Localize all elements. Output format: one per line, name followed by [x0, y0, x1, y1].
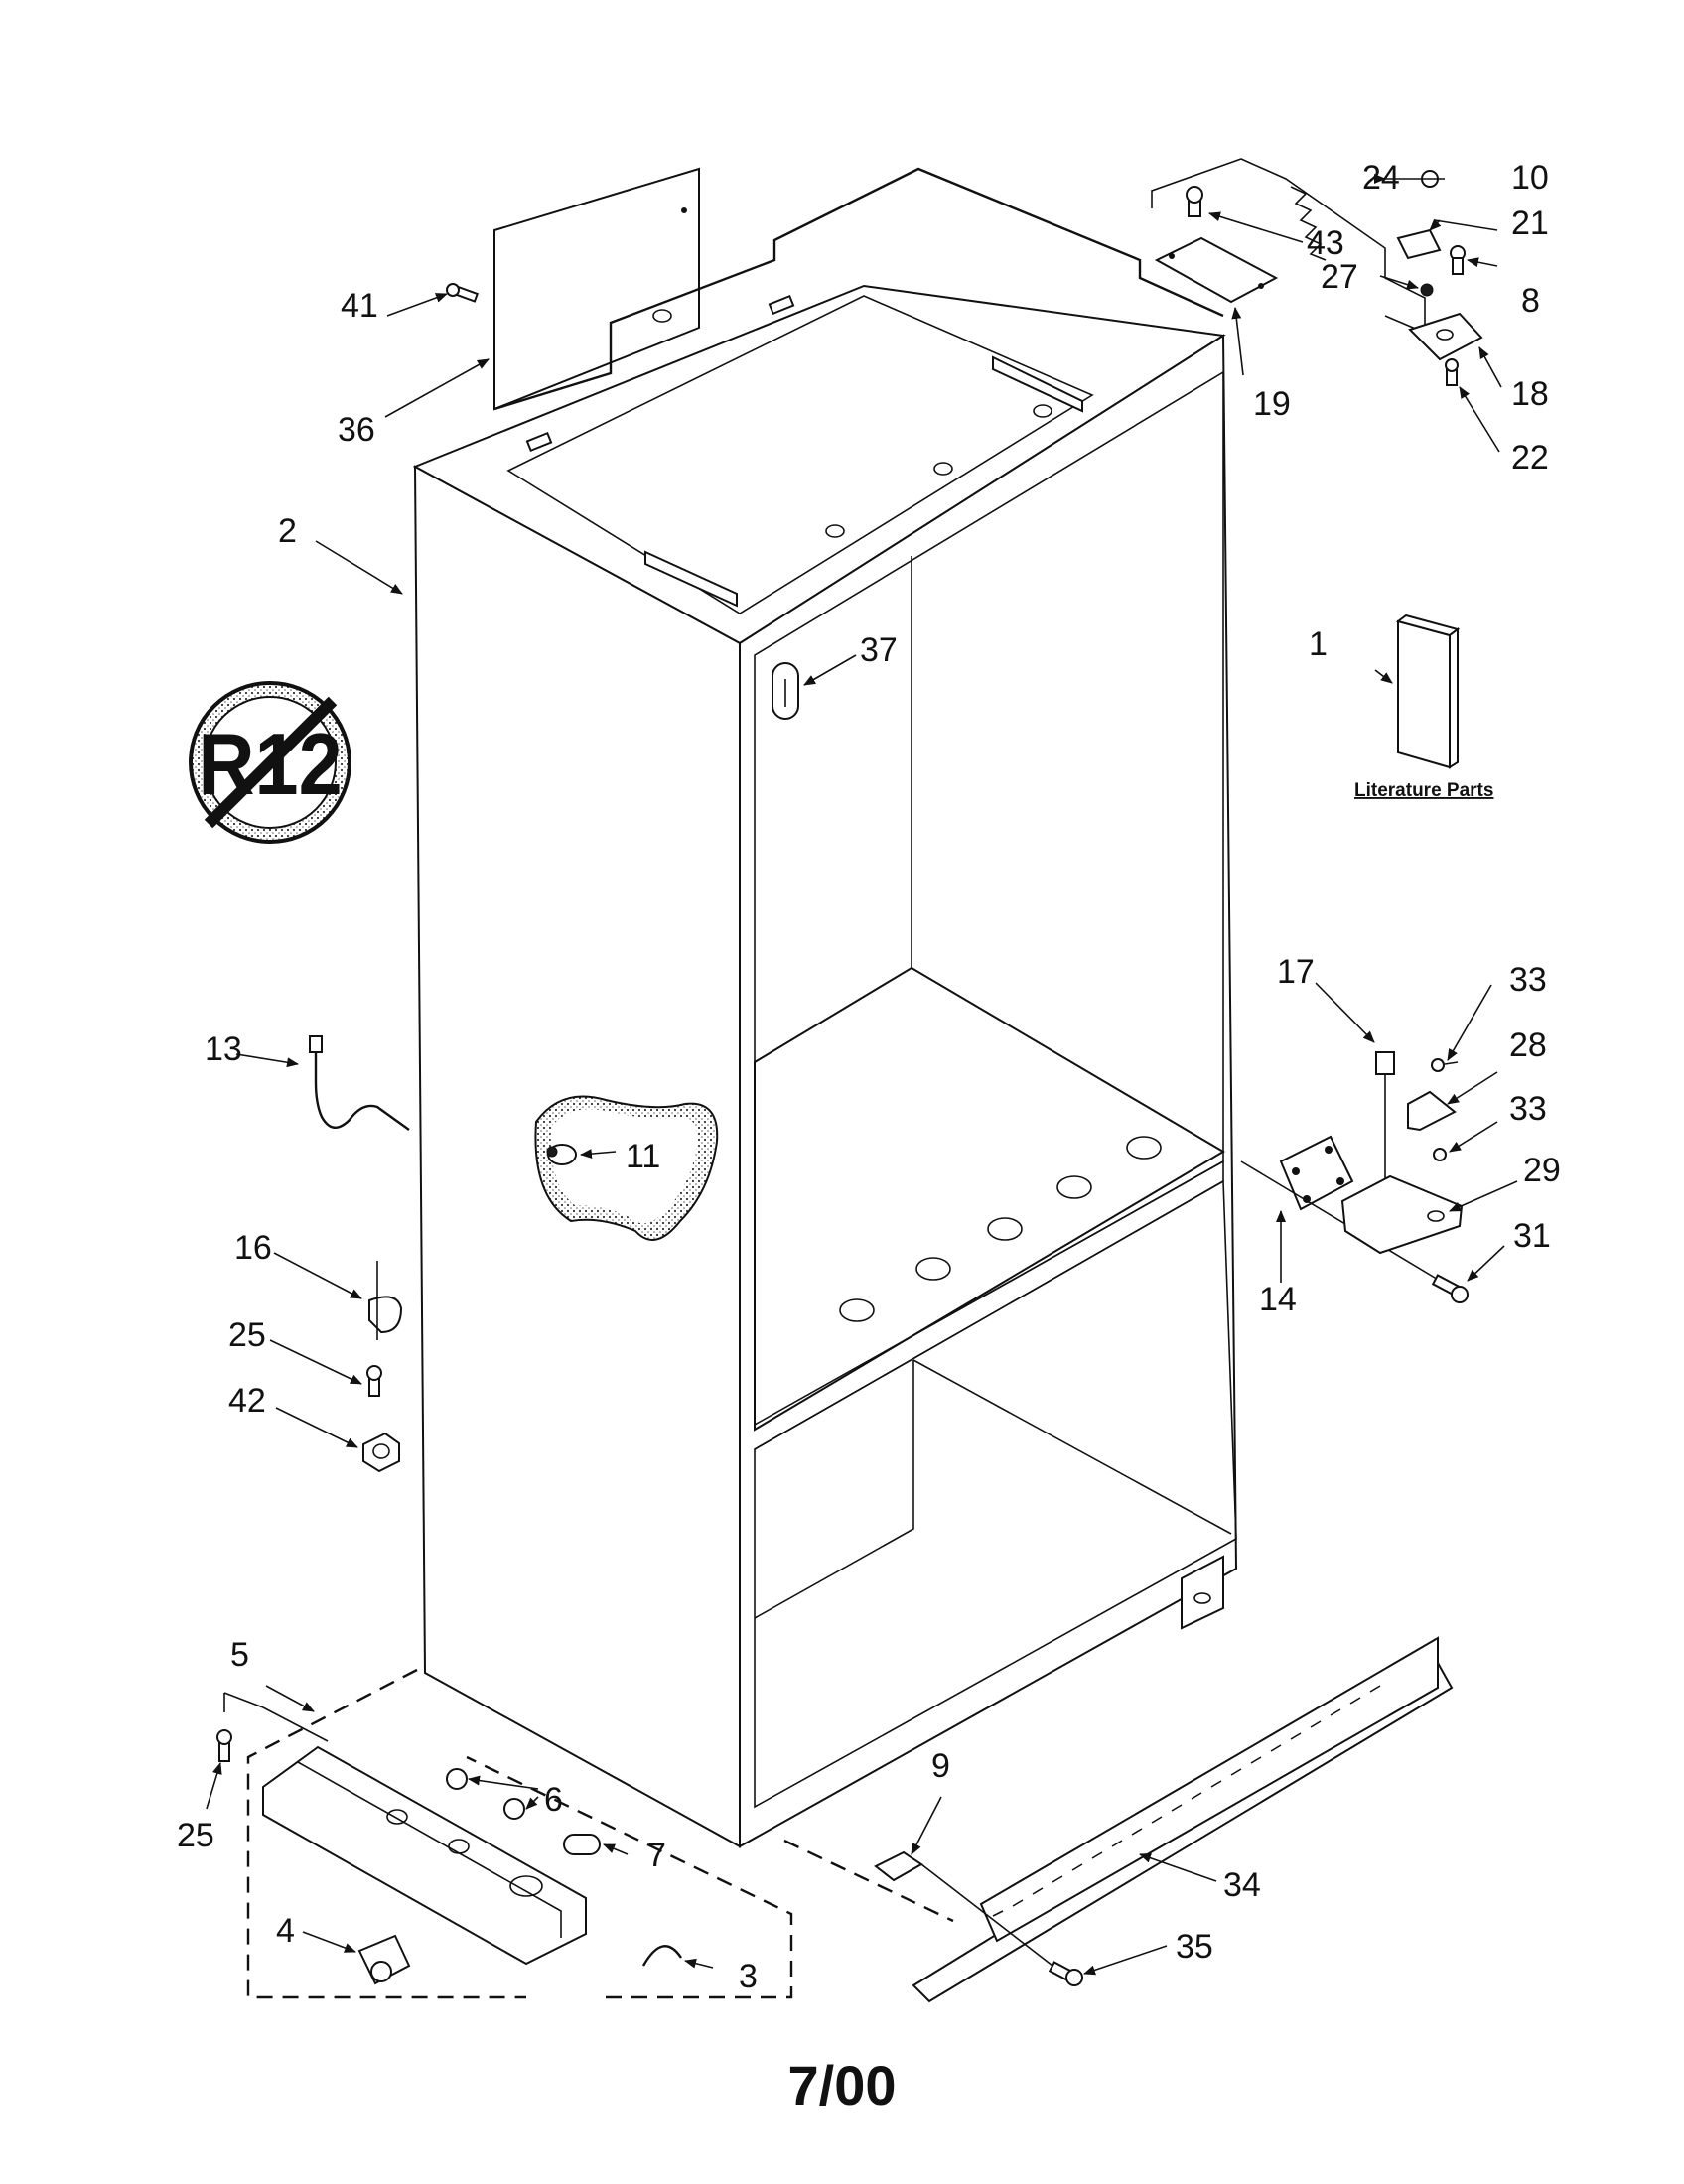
clip-37 — [772, 662, 799, 720]
callout-33-bottom: 33 — [1509, 1090, 1547, 1128]
spring-24 — [1290, 186, 1327, 261]
callout-1: 1 — [1309, 625, 1328, 663]
callout-29: 29 — [1523, 1152, 1561, 1189]
center-divider — [754, 966, 1225, 1432]
callout-16: 16 — [234, 1229, 272, 1267]
callout-14: 14 — [1259, 1281, 1297, 1318]
callout-3: 3 — [739, 1958, 758, 1995]
screw-25-left — [366, 1365, 382, 1397]
caster-4 — [357, 1934, 411, 1985]
callout-33-top: 33 — [1509, 961, 1547, 999]
callout-25-bottom: 25 — [177, 1817, 214, 1854]
callout-43: 43 — [1307, 224, 1344, 262]
no-r12-badge: R12 — [189, 681, 351, 844]
hardware-parts — [216, 158, 1483, 2003]
callout-4: 4 — [276, 1912, 295, 1950]
callout-42: 42 — [228, 1382, 266, 1420]
assembly-region-outline — [246, 1668, 526, 1999]
callout-24: 24 — [1362, 159, 1400, 197]
leader-arrows — [206, 174, 1518, 1976]
callout-6: 6 — [544, 1781, 563, 1819]
cabinet-body — [412, 167, 1238, 1848]
date-label: 7/00 — [788, 2054, 897, 2116]
screw-41 — [446, 283, 479, 303]
callout-25-mid: 25 — [228, 1316, 266, 1354]
callout-9: 9 — [931, 1747, 950, 1785]
base-rail-5 — [262, 1745, 587, 1966]
part-9 — [874, 1850, 923, 1882]
callout-7: 7 — [647, 1837, 666, 1874]
callout-17: 17 — [1277, 953, 1315, 991]
callout-8: 8 — [1521, 282, 1540, 320]
callout-35: 35 — [1176, 1928, 1213, 1966]
callout-31: 31 — [1513, 1217, 1551, 1255]
callout-34: 34 — [1223, 1866, 1261, 1904]
hinge-bracket-outline — [1151, 158, 1426, 335]
hinge-bracket-19 — [1408, 312, 1483, 361]
literature-booklet — [1397, 619, 1451, 769]
literature-parts-label: Literature Parts — [1354, 780, 1493, 801]
callout-22: 22 — [1511, 439, 1549, 477]
callout-labels: 41 36 2 24 10 21 43 27 8 19 18 22 37 1 L… — [177, 159, 1561, 2116]
callout-41: 41 — [341, 287, 378, 325]
nut-42 — [362, 1432, 400, 1473]
tube-13 — [314, 1047, 410, 1131]
callout-10: 10 — [1511, 159, 1549, 197]
callout-36: 36 — [338, 411, 375, 449]
clamp-16 — [368, 1261, 403, 1340]
callout-11: 11 — [626, 1138, 660, 1175]
hinge-28 — [1407, 1090, 1457, 1132]
plug-11 — [546, 1144, 577, 1165]
screw-35 — [1048, 1961, 1083, 1986]
cabinet-top-rear — [493, 167, 1224, 411]
callout-2: 2 — [278, 512, 297, 550]
callout-18: 19 — [1253, 385, 1291, 423]
hinge-plate-14 — [1279, 1135, 1354, 1211]
callout-13: 13 — [205, 1030, 242, 1068]
hinge-plate-18 — [1154, 236, 1279, 304]
screw-31 — [1431, 1274, 1469, 1303]
screw-25-bottom — [216, 1729, 232, 1762]
freezer-opening — [754, 1179, 1237, 1809]
callout-28: 28 — [1509, 1026, 1547, 1064]
callout-27: 27 — [1321, 258, 1358, 296]
toe-grille-34 — [912, 1636, 1454, 2003]
part-3 — [641, 1945, 682, 1967]
back-panel — [493, 167, 700, 411]
callout-21: 21 — [1511, 205, 1549, 242]
callout-5: 5 — [230, 1636, 249, 1674]
callout-19: 18 — [1511, 375, 1549, 413]
callout-37: 37 — [860, 631, 898, 669]
hinge-bracket-29 — [1340, 1174, 1464, 1255]
